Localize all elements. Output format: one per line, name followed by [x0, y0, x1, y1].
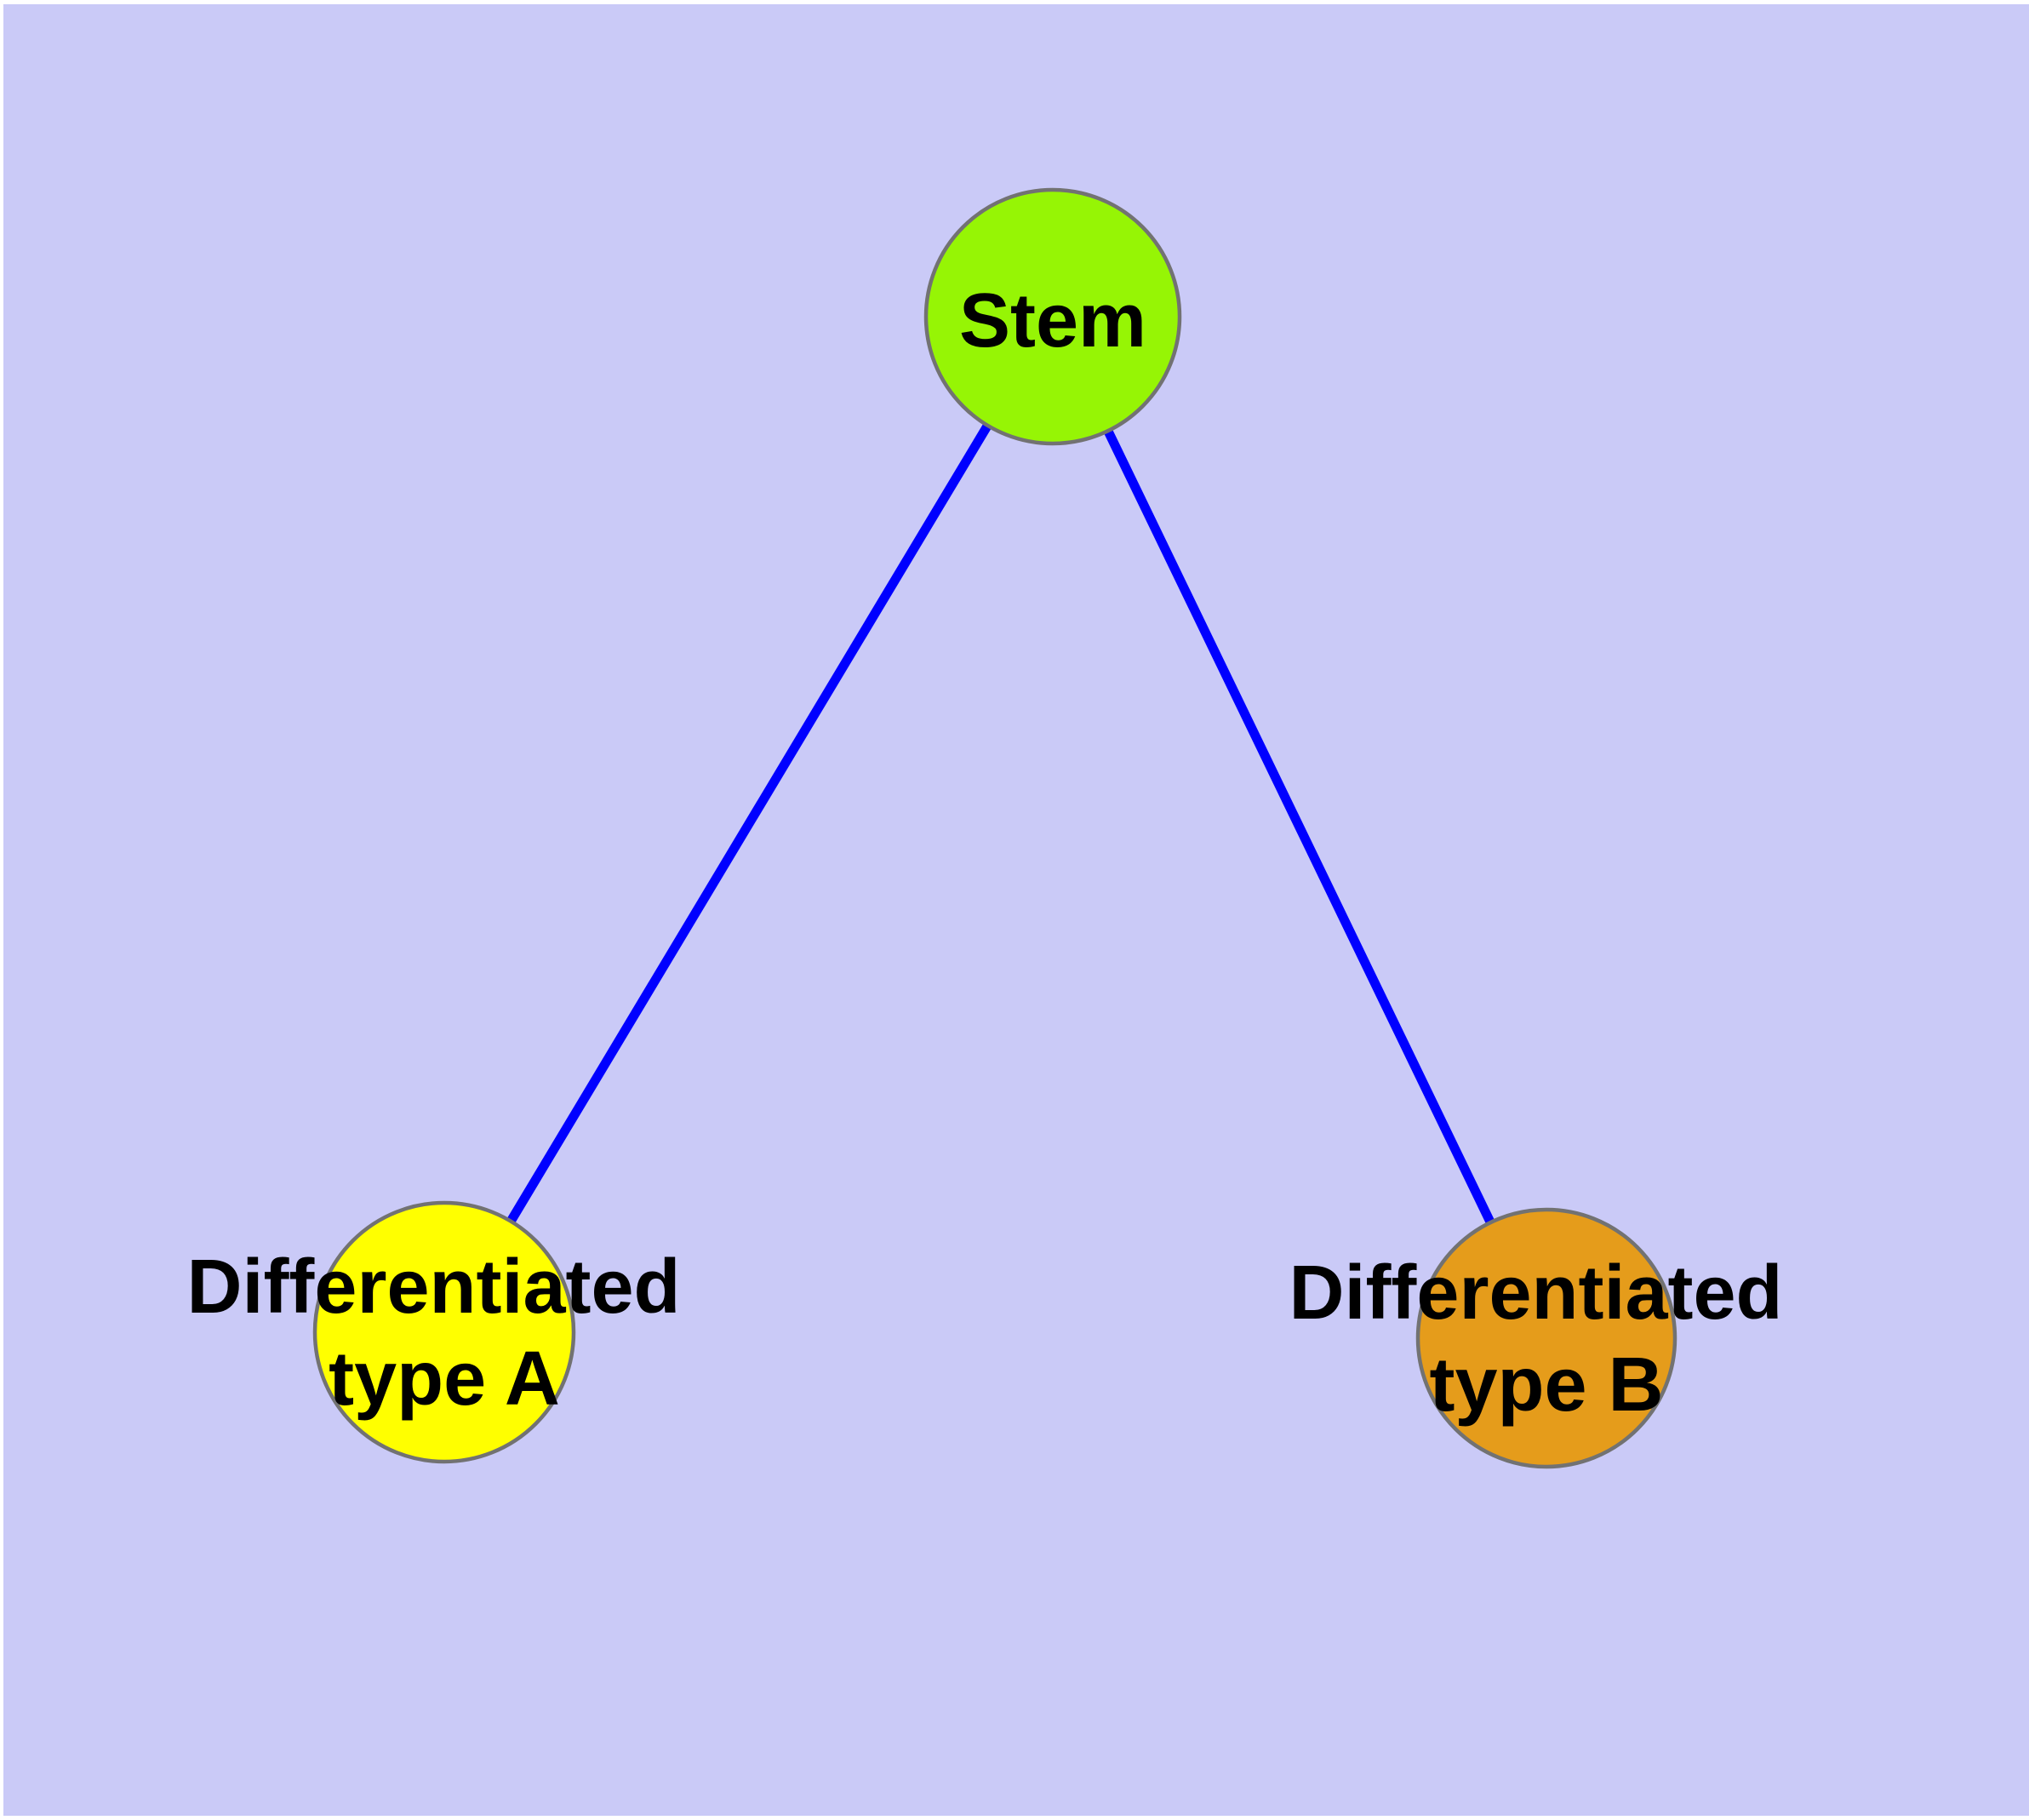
- node-differentiated-type-a: [312, 1200, 576, 1464]
- node-label-type-a-line2: type A: [329, 1336, 560, 1422]
- edge-stem-to-type-a: [440, 314, 1057, 1335]
- node-label-differentiated-type-a: Differentiated type A: [186, 1245, 701, 1422]
- node-stem: [923, 187, 1182, 446]
- node-label-differentiated-type-b: Differentiated type B: [1289, 1251, 1803, 1428]
- edge-stem-to-type-b: [1049, 314, 1551, 1341]
- node-label-type-b-line1: Differentiated: [1289, 1251, 1782, 1336]
- node-label-type-b-line2: type B: [1429, 1342, 1663, 1428]
- node-label-type-a-line1: Differentiated: [186, 1245, 680, 1330]
- node-label-stem: Stem: [959, 278, 1146, 363]
- node-differentiated-type-b: [1415, 1207, 1677, 1469]
